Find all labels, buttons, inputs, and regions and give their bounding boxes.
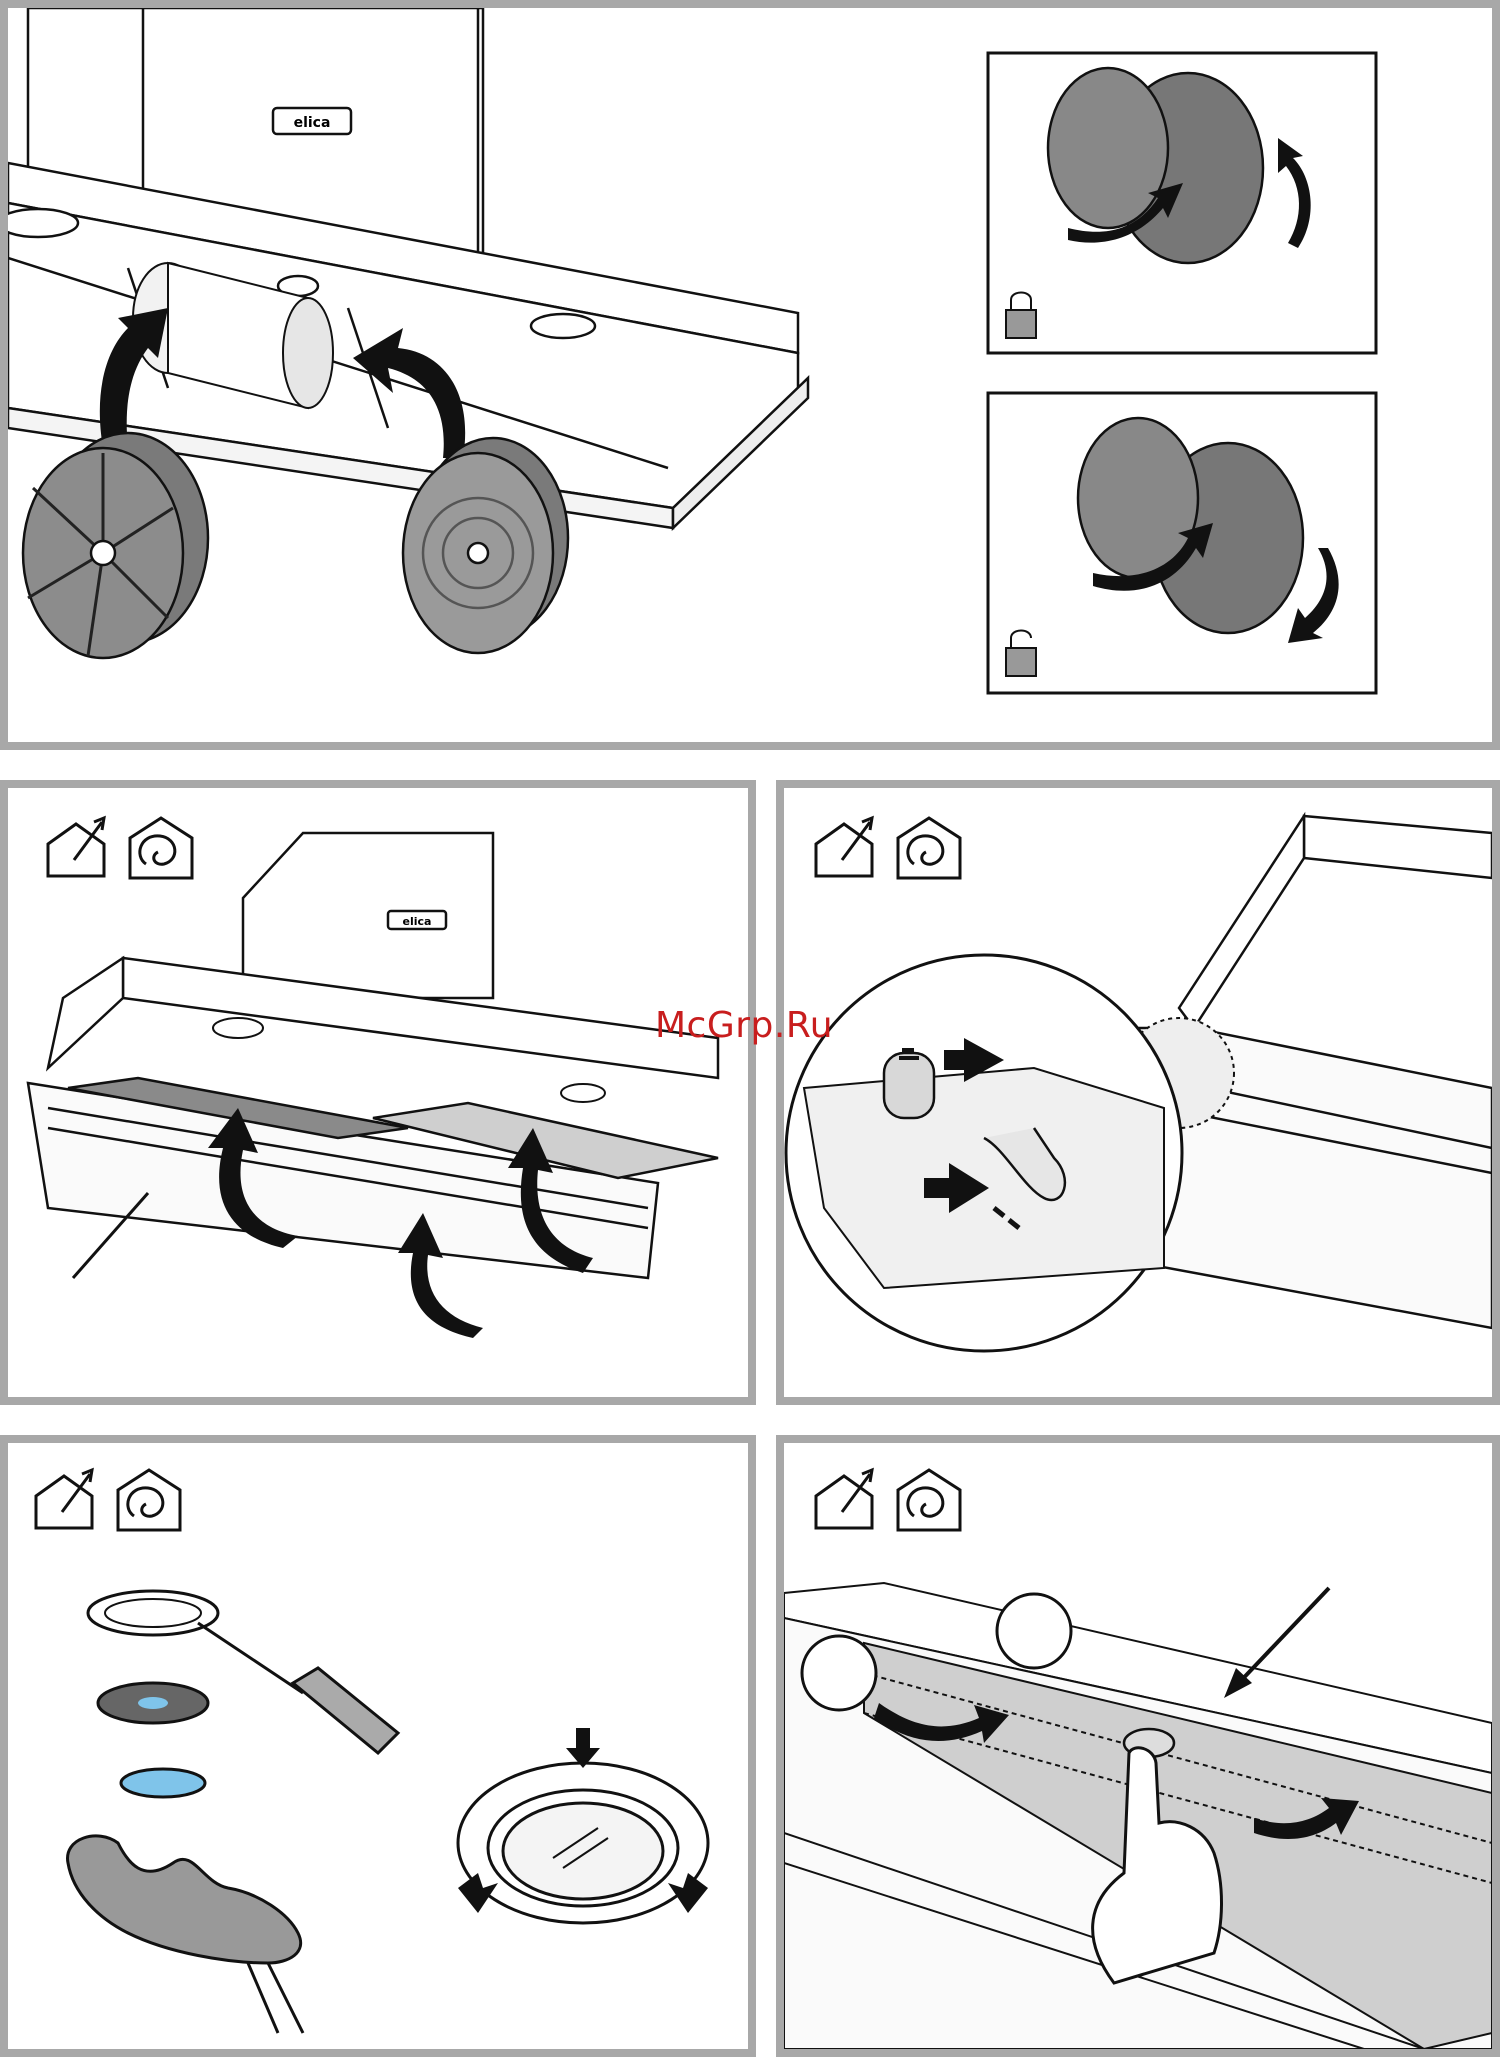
carbon-filter-left	[23, 433, 208, 658]
control-panel-illustration	[784, 1443, 1492, 2049]
panel-carbon-filter-install: elica	[0, 0, 1500, 750]
zoom-circle	[786, 955, 1182, 1351]
grease-filter-illustration: elica	[8, 788, 748, 1397]
recirculation-icon	[118, 1470, 180, 1530]
lamp-cover-ring	[88, 1591, 218, 1635]
recirculation-icon	[898, 818, 960, 878]
ducted-extraction-icon	[48, 818, 104, 876]
panel-grease-filter-remove: elica	[0, 780, 756, 1405]
panel-filter-latch-detail	[776, 780, 1500, 1405]
chimney-cover	[243, 833, 493, 998]
gloved-hand	[68, 1836, 301, 1963]
latch-detail-illustration	[784, 788, 1492, 1397]
step-marker-1	[802, 1636, 876, 1710]
lamp-fitting-detail	[458, 1728, 708, 1923]
watermark-text: McGrp.Ru	[655, 1005, 833, 1046]
ducted-extraction-icon	[816, 818, 872, 876]
recirculation-icon	[130, 818, 192, 878]
inset-lock	[988, 53, 1376, 353]
carbon-filter-illustration: elica	[8, 8, 1492, 742]
lamp-replacement-illustration	[8, 1443, 748, 2049]
inset-unlock	[988, 393, 1376, 693]
screwdriver-icon	[293, 1668, 398, 1753]
ducted-extraction-icon	[816, 1470, 872, 1528]
ducted-extraction-icon	[36, 1470, 92, 1528]
step-marker-2	[997, 1594, 1071, 1668]
latch-knob	[884, 1053, 934, 1118]
recirculation-icon	[898, 1470, 960, 1530]
lamp-bulb	[121, 1769, 205, 1797]
panel-control-panel-remove	[776, 1435, 1500, 2057]
brand-badge-text: elica	[403, 915, 432, 928]
brand-badge-text: elica	[294, 115, 331, 131]
panel-lamp-replacement	[0, 1435, 756, 2057]
